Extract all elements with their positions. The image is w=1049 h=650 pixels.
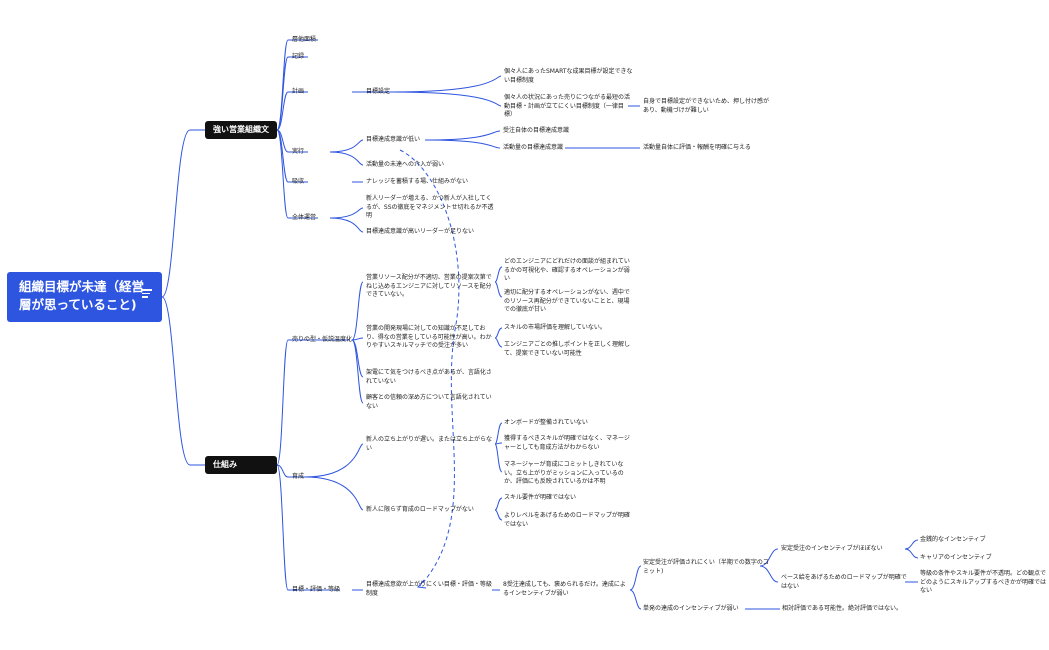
topic-node[interactable]: キャリアのインセンティブ	[920, 554, 992, 561]
main-topic-label: 強い営業組織文化	[213, 125, 269, 152]
topic-node[interactable]: 活動量の未達への介入が弱い	[366, 161, 445, 168]
topic-node[interactable]: スキルの市場評価を理解していない。	[504, 324, 606, 331]
connector	[304, 443, 364, 478]
connector	[276, 464, 340, 591]
topic-node[interactable]: 新人に限らず育成のロードマップがない	[366, 506, 474, 513]
connector	[276, 91, 308, 131]
topic-node[interactable]: 活動量自体に評価・報酬を明確に与える	[643, 144, 751, 151]
relationship-line	[399, 149, 460, 587]
connector	[494, 422, 503, 445]
connector	[494, 509, 503, 521]
main-topic-mechanism[interactable]: 仕組み	[205, 456, 277, 474]
connector	[391, 75, 502, 93]
connector	[276, 339, 350, 466]
topic-node[interactable]: 安定受注のインセンティブがほぼない	[781, 545, 883, 552]
topic-node[interactable]: ベース給をあげるためのロードマップが明確で はない	[781, 574, 907, 590]
connector	[494, 443, 503, 473]
topic-node[interactable]: 架電にて気をつけるべき点があるが、言語化さ れていない	[366, 369, 492, 385]
connector	[904, 548, 919, 559]
topic-node[interactable]: 自身で目標設定ができないため、押し付け感が あり、動機づけが難しい	[643, 98, 770, 114]
topic-node[interactable]: オンボードが整備されていない	[504, 419, 588, 426]
topic-node[interactable]: 新人リーダーが増える、かつ新人が入社してく るが、SSの徹底をマネジメントせ切れ…	[366, 195, 494, 219]
topic-node[interactable]: 目標達成意欲が上がりにくい目標・評価・等級 制度	[366, 581, 492, 597]
topic-node[interactable]: 活動量の目標達成意識	[503, 144, 564, 151]
connector	[351, 281, 364, 341]
topic-node[interactable]: 目標達成意識が高いリーダーが足りない	[366, 228, 475, 235]
topic-node[interactable]: 単発の達成のインセンティブが弱い	[643, 605, 739, 612]
topic-node[interactable]: 育成	[292, 473, 305, 480]
connector	[494, 327, 503, 339]
connector	[629, 589, 642, 610]
topic-node[interactable]: 獲得するべきスキルが明確ではなく、マネージ ャーとしても育成方法がわからない	[504, 435, 630, 451]
connector	[494, 266, 503, 283]
topic-node[interactable]: どのエンジニアにどれだけの面談が組まれてい るかの可視化や、確認するオペレーショ…	[504, 258, 630, 282]
topic-node[interactable]: 売りの型・仮説温度化	[292, 336, 353, 343]
topic-node[interactable]: 新人の立ち上がりが遅い。または立ち上がらな い	[366, 436, 493, 452]
connector	[329, 207, 364, 219]
topic-node[interactable]: 金銭的なインセンティブ	[920, 536, 986, 543]
topic-node[interactable]: スキル要件が明確ではない	[504, 494, 577, 501]
topic-node[interactable]: 計画	[292, 88, 305, 95]
connector	[276, 56, 308, 131]
connector	[759, 565, 779, 583]
connector	[351, 339, 364, 404]
topic-node[interactable]: 記録	[292, 53, 305, 60]
topic-node[interactable]: 安定受注が評価されにくい（半期での数字のコ ミット)	[643, 559, 769, 575]
topic-node[interactable]: 受注自体の目標達成意識	[503, 127, 570, 134]
connector	[629, 565, 642, 591]
topic-node[interactable]: 適切に配分するオペレーションがない、週中で のリソース再配分ができていないことと…	[504, 289, 630, 313]
main-topic-culture[interactable]: 強い営業組織文化	[205, 121, 277, 152]
connector	[161, 296, 205, 466]
connector	[424, 139, 501, 149]
connector	[494, 497, 503, 511]
topic-node[interactable]: 全体運営	[292, 214, 317, 221]
connector	[276, 464, 305, 478]
topic-node[interactable]: よりレベルをあげるためのロードマップが明確 ではない	[504, 512, 630, 528]
connector	[424, 130, 501, 141]
topic-node[interactable]: 層他面積	[292, 36, 317, 43]
root-topic[interactable]: 組織目標が未達（経営 層が思っていること)	[7, 272, 162, 322]
topic-node[interactable]: 相対評価である可能性。絶対評価ではない。	[782, 605, 902, 612]
topic-node[interactable]: 目標設定	[366, 88, 391, 95]
connector	[351, 337, 364, 341]
arrow-head	[417, 579, 427, 589]
connector	[304, 476, 364, 511]
topic-node[interactable]: 個々人の状況にあった売りにつながる最短の活 動目標・計画が立てにくい目標制度（一…	[504, 94, 631, 118]
connector	[329, 151, 364, 166]
topic-node[interactable]: 顧客との信頼の深め方について言語化されてい ない	[366, 394, 492, 410]
topic-node[interactable]: 個々人にあったSMARTな成果目標が設定できな い目標制度	[504, 68, 633, 84]
connector	[759, 548, 779, 567]
connector	[904, 539, 919, 550]
topic-node[interactable]: 実行	[292, 148, 305, 155]
connector	[329, 217, 364, 233]
topic-node[interactable]: 営業の開発現場に対しての知識が不足してお り、得なの営業をしている可能性が高い。…	[366, 325, 492, 349]
topic-node[interactable]: 等級の条件やスキル要件が不透明。どの観点で どのようにスキルアップするべきかが明…	[920, 570, 1047, 594]
topic-node[interactable]: ナレッジを蓄積する場、仕組みがない	[366, 178, 469, 185]
topic-node[interactable]: 吸収	[292, 178, 305, 185]
connector	[391, 91, 502, 107]
connector	[161, 129, 205, 298]
connector	[494, 337, 503, 348]
topic-node[interactable]: 目標達成意識が低い	[366, 136, 421, 143]
topic-node[interactable]: 8受注達成しても、褒められるだけ。達成によ るインセンティブが弱い	[503, 581, 626, 597]
topic-node[interactable]: エンジニアごとの推しポイントを正しく理解し て、提案できていない可能性	[504, 341, 630, 357]
connector	[494, 281, 503, 298]
topic-node[interactable]: マネージャーが育成にコミットしきれていな い。立ち上がりがミッションに入っている…	[504, 461, 624, 485]
connector	[276, 129, 318, 219]
root-topic-label: 組織目標が未達（経営 層が思っていること)	[19, 279, 145, 312]
topic-node[interactable]: 目標・評価・等級	[292, 586, 341, 593]
list-icon[interactable]	[142, 289, 152, 300]
main-topic-label: 仕組み	[213, 460, 237, 469]
topic-node[interactable]: 営業リソース配分が不適切、営業の提案次第で ねじ込めるエンジニアに対してリソース…	[366, 274, 492, 298]
connector	[329, 139, 364, 153]
